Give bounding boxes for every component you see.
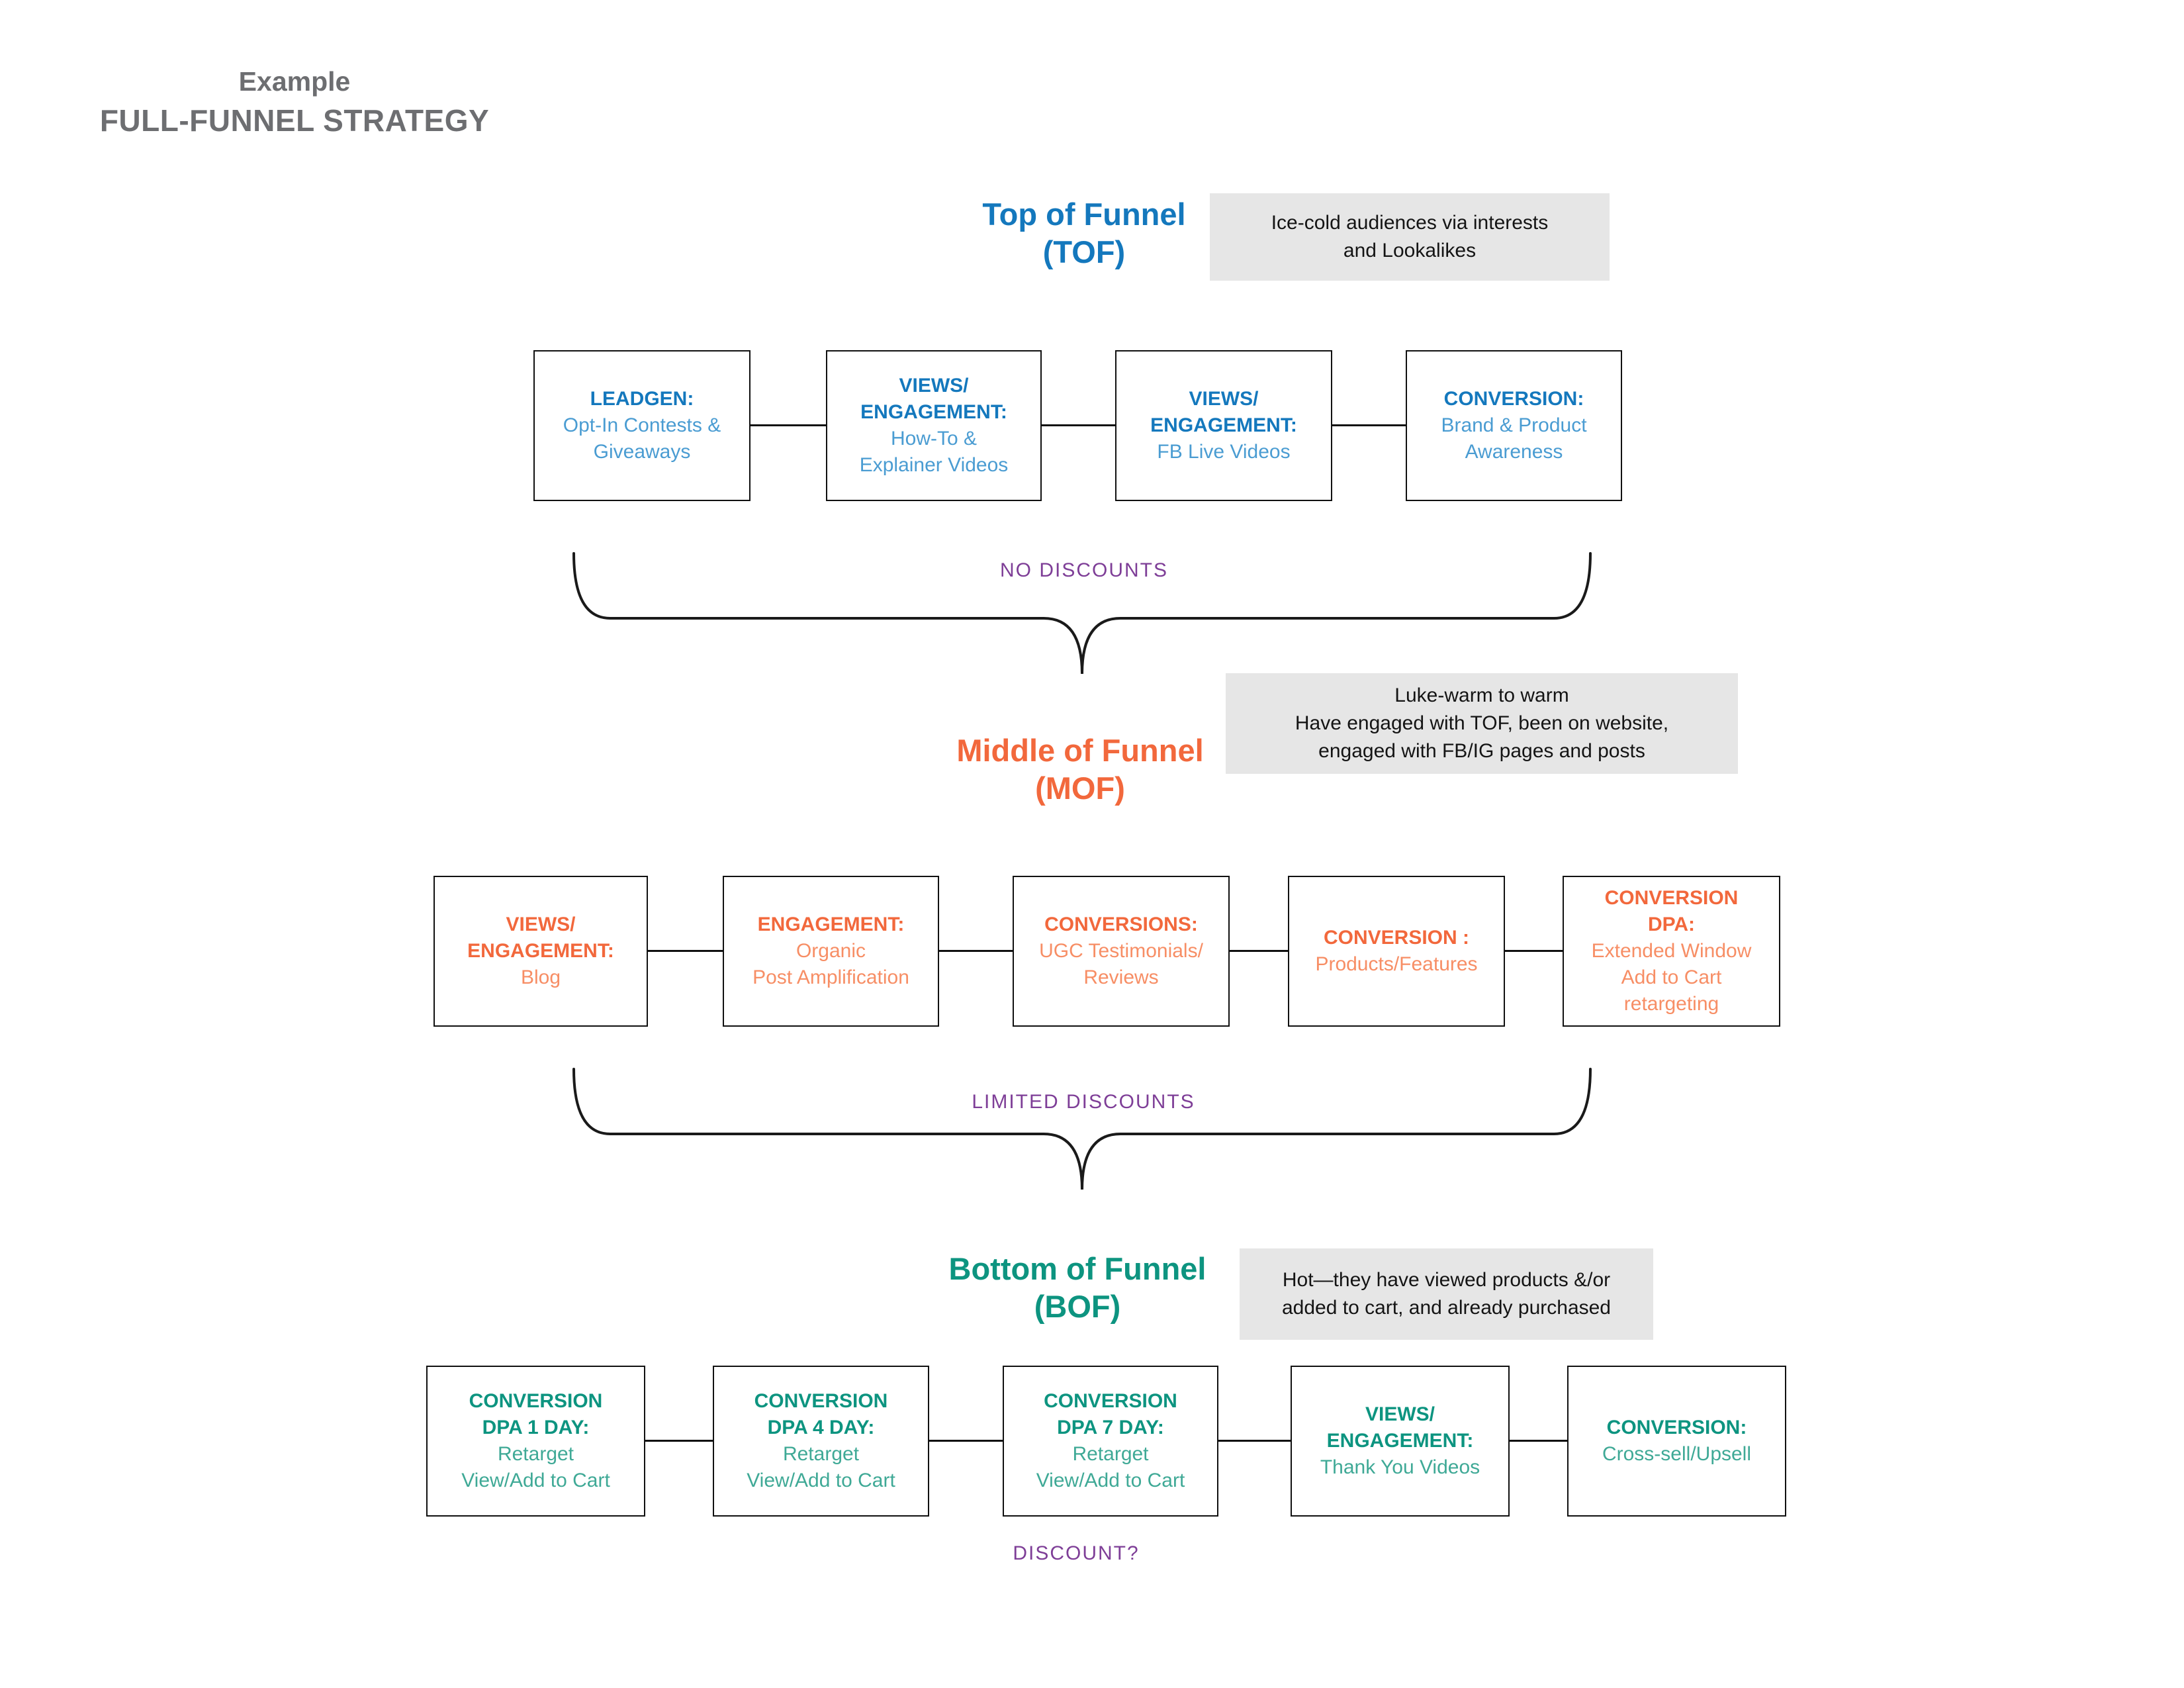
connector-line	[751, 424, 826, 426]
connector-line	[648, 950, 723, 952]
document-title: Example FULL-FUNNEL STRATEGY	[99, 66, 490, 138]
box-label-line: CONVERSION	[1604, 887, 1739, 909]
box-label-line: VIEWS/	[506, 914, 576, 935]
connector-line	[929, 1440, 1003, 1442]
box-body-line: retargeting	[1623, 993, 1719, 1015]
note-line: Have engaged with TOF, been on website,	[1295, 712, 1669, 734]
audience-note-bof: Hot—they have viewed products &/or added…	[1240, 1248, 1653, 1340]
heading-line: (MOF)	[1035, 771, 1125, 806]
box-label-line: DPA 4 DAY:	[767, 1417, 875, 1438]
connector-line	[939, 950, 1013, 952]
box-body-line: Blog	[520, 966, 561, 988]
box-label-line: VIEWS/	[1189, 388, 1259, 410]
heading-line: Bottom of Funnel	[948, 1251, 1206, 1286]
box-body-line: Add to Cart	[1621, 966, 1722, 988]
funnel-box-mof-engagement: ENGAGEMENT: Organic Post Amplification	[723, 876, 939, 1027]
connector-line	[1042, 424, 1115, 426]
funnel-box-bof-dpa-1day: CONVERSION DPA 1 DAY: Retarget View/Add …	[426, 1366, 645, 1517]
box-body-line: FB Live Videos	[1157, 441, 1291, 463]
heading-line: (TOF)	[1042, 234, 1126, 269]
funnel-box-mof-products: CONVERSION : Products/Features	[1288, 876, 1505, 1027]
box-label-line: ENGAGEMENT:	[467, 940, 614, 962]
section-heading-bof: Bottom of Funnel (BOF)	[813, 1250, 1342, 1325]
box-body-line: Retarget	[497, 1443, 574, 1465]
funnel-box-tof-leadgen: LEADGEN: Opt-In Contests & Giveaways	[533, 350, 751, 501]
box-body-line: Opt-In Contests &	[563, 414, 721, 436]
audience-note-tof: Ice-cold audiences via interests and Loo…	[1210, 193, 1610, 281]
box-body-line: Brand & Product	[1441, 414, 1587, 436]
box-body-line: Giveaways	[593, 441, 691, 463]
box-label-line: ENGAGEMENT:	[1326, 1430, 1474, 1452]
box-label-line: CONVERSION:	[1606, 1417, 1747, 1438]
funnel-box-bof-dpa-7day: CONVERSION DPA 7 DAY: Retarget View/Add …	[1003, 1366, 1218, 1517]
discount-note-tof: NO DISCOUNTS	[999, 559, 1168, 581]
note-line: Ice-cold audiences via interests	[1271, 212, 1549, 234]
box-body-line: How-To &	[890, 428, 978, 449]
funnel-box-bof-thankyou: VIEWS/ ENGAGEMENT: Thank You Videos	[1291, 1366, 1510, 1517]
funnel-box-bof-crosssell: CONVERSION: Cross-sell/Upsell	[1567, 1366, 1786, 1517]
heading-line: Top of Funnel	[982, 197, 1186, 232]
discount-note-mof: LIMITED DISCOUNTS	[972, 1091, 1195, 1113]
connector-line	[1510, 1440, 1567, 1442]
section-heading-tof: Top of Funnel (TOF)	[819, 195, 1349, 271]
box-label-line: CONVERSIONS:	[1044, 914, 1198, 935]
connector-line	[1218, 1440, 1291, 1442]
box-label-line: CONVERSION	[469, 1390, 603, 1412]
box-body-line: Cross-sell/Upsell	[1602, 1443, 1752, 1465]
box-label-line: CONVERSION:	[1443, 388, 1584, 410]
box-body-line: Explainer Videos	[859, 454, 1009, 476]
box-label-line: VIEWS/	[899, 375, 969, 397]
note-line: engaged with FB/IG pages and posts	[1318, 740, 1645, 762]
box-body-line: Products/Features	[1315, 953, 1478, 975]
box-body-line: View/Add to Cart	[1036, 1470, 1185, 1491]
box-body-line: Retarget	[782, 1443, 860, 1465]
box-label-line: LEADGEN:	[590, 388, 694, 410]
connector-line	[1505, 950, 1563, 952]
box-label-line: DPA 7 DAY:	[1057, 1417, 1164, 1438]
note-line: Luke-warm to warm	[1394, 684, 1569, 706]
note-line: added to cart, and already purchased	[1281, 1297, 1611, 1319]
page-title: FULL-FUNNEL STRATEGY	[99, 103, 490, 138]
heading-line: (BOF)	[1034, 1289, 1121, 1324]
box-label-line: CONVERSION	[1044, 1390, 1177, 1412]
box-label-line: DPA 1 DAY:	[482, 1417, 590, 1438]
box-body-line: Extended Window	[1591, 940, 1752, 962]
funnel-box-tof-fb-live: VIEWS/ ENGAGEMENT: FB Live Videos	[1115, 350, 1332, 501]
discount-note-bof: DISCOUNT?	[1013, 1542, 1140, 1564]
funnel-box-tof-howto-videos: VIEWS/ ENGAGEMENT: How-To & Explainer Vi…	[826, 350, 1042, 501]
box-body-line: Reviews	[1083, 966, 1159, 988]
heading-line: Middle of Funnel	[956, 733, 1204, 768]
funnel-box-mof-blog: VIEWS/ ENGAGEMENT: Blog	[433, 876, 648, 1027]
brace-tof	[572, 552, 1592, 675]
box-body-line: View/Add to Cart	[747, 1470, 895, 1491]
note-line: and Lookalikes	[1343, 240, 1477, 261]
box-label-line: VIEWS/	[1365, 1403, 1435, 1425]
connector-line	[645, 1440, 713, 1442]
note-line: Hot—they have viewed products &/or	[1282, 1269, 1611, 1291]
box-label-line: DPA:	[1647, 914, 1696, 935]
audience-note-mof: Luke-warm to warm Have engaged with TOF,…	[1226, 673, 1738, 774]
section-heading-mof: Middle of Funnel (MOF)	[815, 731, 1345, 807]
funnel-box-tof-conversion: CONVERSION: Brand & Product Awareness	[1406, 350, 1622, 501]
box-body-line: Retarget	[1072, 1443, 1149, 1465]
box-body-line: Organic	[796, 940, 866, 962]
brace-mof	[572, 1068, 1592, 1190]
title-example: Example	[238, 66, 351, 97]
funnel-box-bof-dpa-4day: CONVERSION DPA 4 DAY: Retarget View/Add …	[713, 1366, 929, 1517]
box-label-line: CONVERSION	[754, 1390, 888, 1412]
funnel-box-mof-dpa: CONVERSION DPA: Extended Window Add to C…	[1563, 876, 1780, 1027]
box-body-line: View/Add to Cart	[461, 1470, 610, 1491]
funnel-box-mof-ugc: CONVERSIONS: UGC Testimonials/ Reviews	[1013, 876, 1230, 1027]
box-label-line: ENGAGEMENT:	[1150, 414, 1297, 436]
box-label-line: ENGAGEMENT:	[757, 914, 905, 935]
box-body-line: Post Amplification	[752, 966, 909, 988]
connector-line	[1230, 950, 1288, 952]
connector-line	[1332, 424, 1406, 426]
box-label-line: ENGAGEMENT:	[860, 401, 1007, 423]
box-body-line: UGC Testimonials/	[1039, 940, 1203, 962]
box-body-line: Thank You Videos	[1320, 1456, 1480, 1478]
box-label-line: CONVERSION :	[1323, 927, 1470, 949]
box-body-line: Awareness	[1465, 441, 1563, 463]
